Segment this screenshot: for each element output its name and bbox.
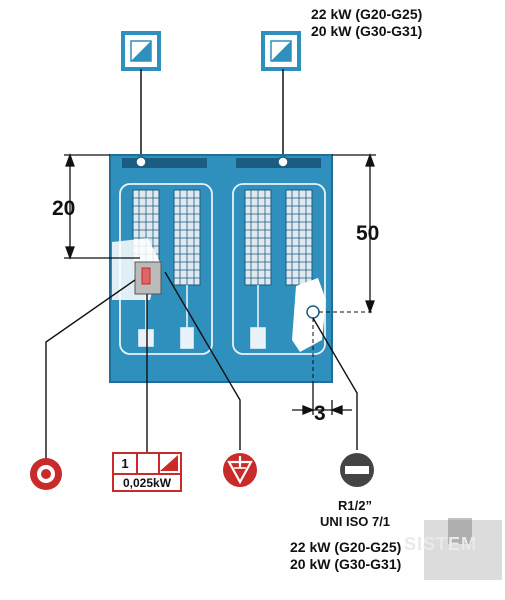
watermark-text: SISTEM (404, 534, 478, 554)
dimension-offset (292, 382, 352, 415)
dimension-offset-label: 3 (314, 402, 326, 425)
gas-connection-label: R1/2” UNI ISO 7/1 (300, 498, 410, 530)
gas-power-label: 22 kW (G20-G25) 20 kW (G30-G31) (290, 539, 401, 573)
power-top-line-2: 20 kW (G30-G31) (311, 23, 423, 39)
dimension-right (332, 153, 376, 314)
power-top-line-1: 22 kW (G20-G25) (311, 6, 423, 22)
gas-connection-point (306, 305, 320, 319)
leader-lines (45, 271, 358, 458)
gas-plug-icon (340, 453, 374, 487)
equipotential-icon (223, 453, 257, 487)
phase-count: 1 (114, 454, 138, 475)
gas-thread: R1/2” (338, 498, 372, 513)
dimension-left (64, 153, 140, 260)
electric-power: 0,025kW (122, 476, 172, 490)
watermark-logo (424, 518, 502, 580)
electric-data-box: 1 0,025kW (112, 452, 182, 492)
phase-symbol-icon (136, 454, 160, 475)
thermostat-icon (121, 31, 161, 71)
power-top-label: 22 kW (G20-G25) 20 kW (G30-G31) (311, 6, 422, 40)
electrical-component-core (141, 267, 151, 285)
gas-power-line-1: 22 kW (G20-G25) (290, 539, 402, 555)
gas-power-line-2: 20 kW (G30-G31) (290, 556, 402, 572)
dimension-left-label: 20 (52, 197, 76, 220)
phase-symbol-icon (158, 454, 180, 475)
dimension-right-label: 50 (356, 222, 380, 245)
thermostat-icon (261, 31, 301, 71)
gas-standard: UNI ISO 7/1 (319, 514, 391, 529)
power-switch-icon (30, 458, 62, 490)
